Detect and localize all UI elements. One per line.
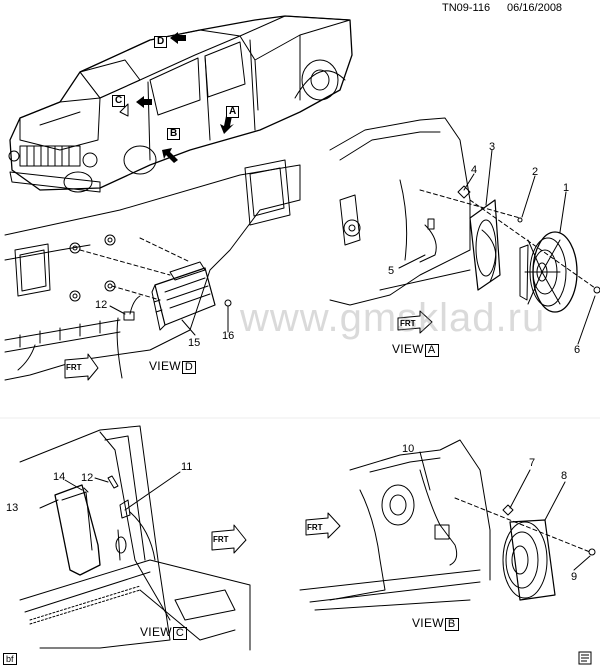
callout-12-view-c: 12	[81, 472, 94, 484]
callout-16: 16	[222, 330, 235, 342]
view-a-drawing	[329, 117, 600, 345]
callout-11: 11	[181, 461, 193, 473]
callout-2: 2	[532, 166, 539, 178]
frt-arrows	[64, 310, 433, 554]
view-b-drawing	[299, 439, 596, 611]
callout-8: 8	[561, 470, 568, 482]
header-date: 06/16/2008	[507, 2, 563, 14]
header-code: TN09-116	[442, 2, 491, 14]
callout-6: 6	[574, 344, 581, 356]
callout-14: 14	[53, 471, 66, 483]
frt-label: FRT	[307, 523, 323, 532]
view-c-drawing	[19, 425, 251, 651]
frt-label: FRT	[66, 363, 82, 372]
frt-label: FRT	[400, 319, 416, 328]
callout-9: 9	[571, 571, 578, 583]
callout-10: 10	[402, 443, 415, 455]
arrow-tag-d: D	[154, 36, 168, 48]
watermark: www.gmsklad.ru	[240, 296, 546, 340]
callout-7: 7	[529, 457, 536, 469]
callout-4: 4	[471, 164, 478, 176]
callout-3: 3	[489, 141, 496, 153]
arrow-tag-c: C	[112, 95, 126, 107]
vehicle-view-arrows	[136, 32, 234, 163]
callout-12-view-d: 12	[95, 299, 108, 311]
callout-5: 5	[388, 265, 395, 277]
corner-tag: bf	[3, 653, 17, 665]
frt-label: FRT	[213, 535, 229, 544]
callout-13: 13	[6, 502, 19, 514]
vehicle-drawing	[8, 15, 353, 193]
arrow-tag-a: A	[226, 106, 240, 118]
arrow-tag-b: B	[167, 128, 181, 140]
callout-15: 15	[188, 337, 201, 349]
callout-1: 1	[563, 182, 570, 194]
view-d-drawing	[4, 159, 301, 381]
document-icon	[578, 651, 592, 665]
